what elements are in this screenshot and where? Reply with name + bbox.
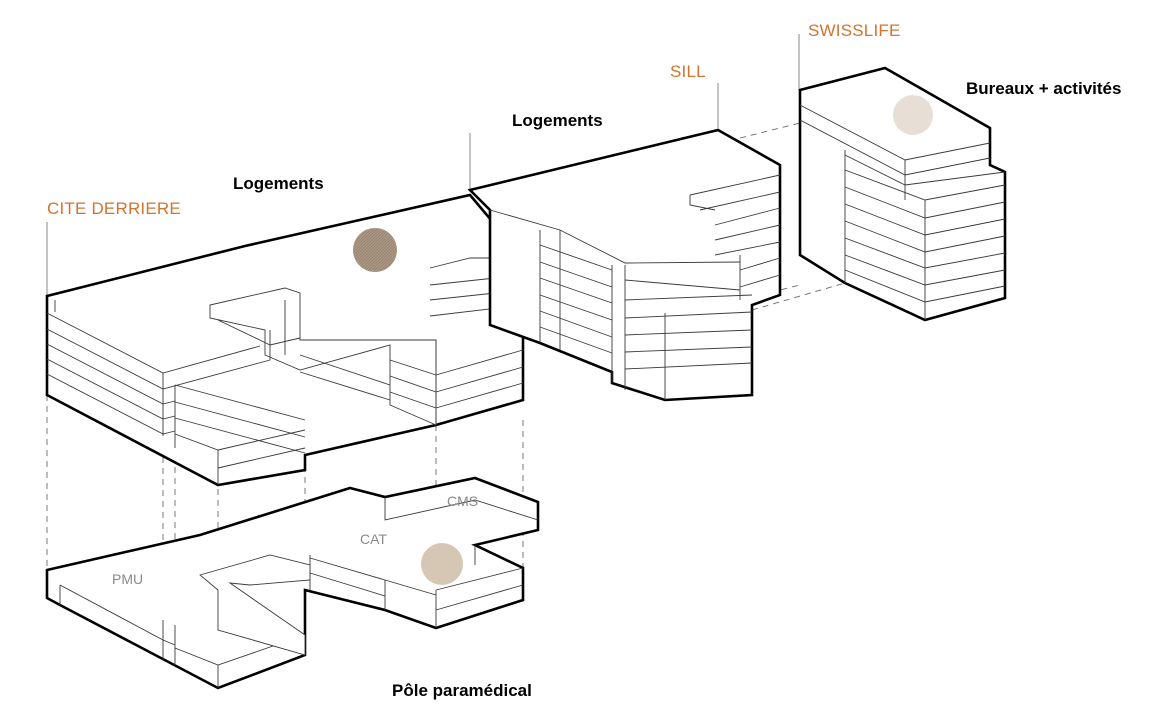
building-pole-paramedical (45, 476, 540, 690)
building-sill (467, 128, 782, 402)
marker-circle-icon (421, 543, 463, 585)
label-logements-right: Logements (512, 111, 603, 130)
label-cms: CMS (447, 493, 479, 509)
label-sill: SILL (670, 62, 706, 81)
building-swisslife (798, 66, 1007, 322)
label-pole-paramedical: Pôle paramédical (392, 681, 532, 700)
building-cite-derriere (45, 193, 525, 487)
label-bureaux-activites: Bureaux + activités (966, 79, 1122, 98)
label-pmu: PMU (112, 571, 144, 587)
marker-circle-icon (353, 228, 397, 272)
label-logements-left: Logements (233, 174, 324, 193)
marker-circle-icon (893, 95, 933, 135)
label-cite-derriere: CITE DERRIERE (47, 199, 181, 218)
label-swisslife: SWISSLIFE (808, 21, 901, 40)
label-cat: CAT (360, 531, 387, 547)
